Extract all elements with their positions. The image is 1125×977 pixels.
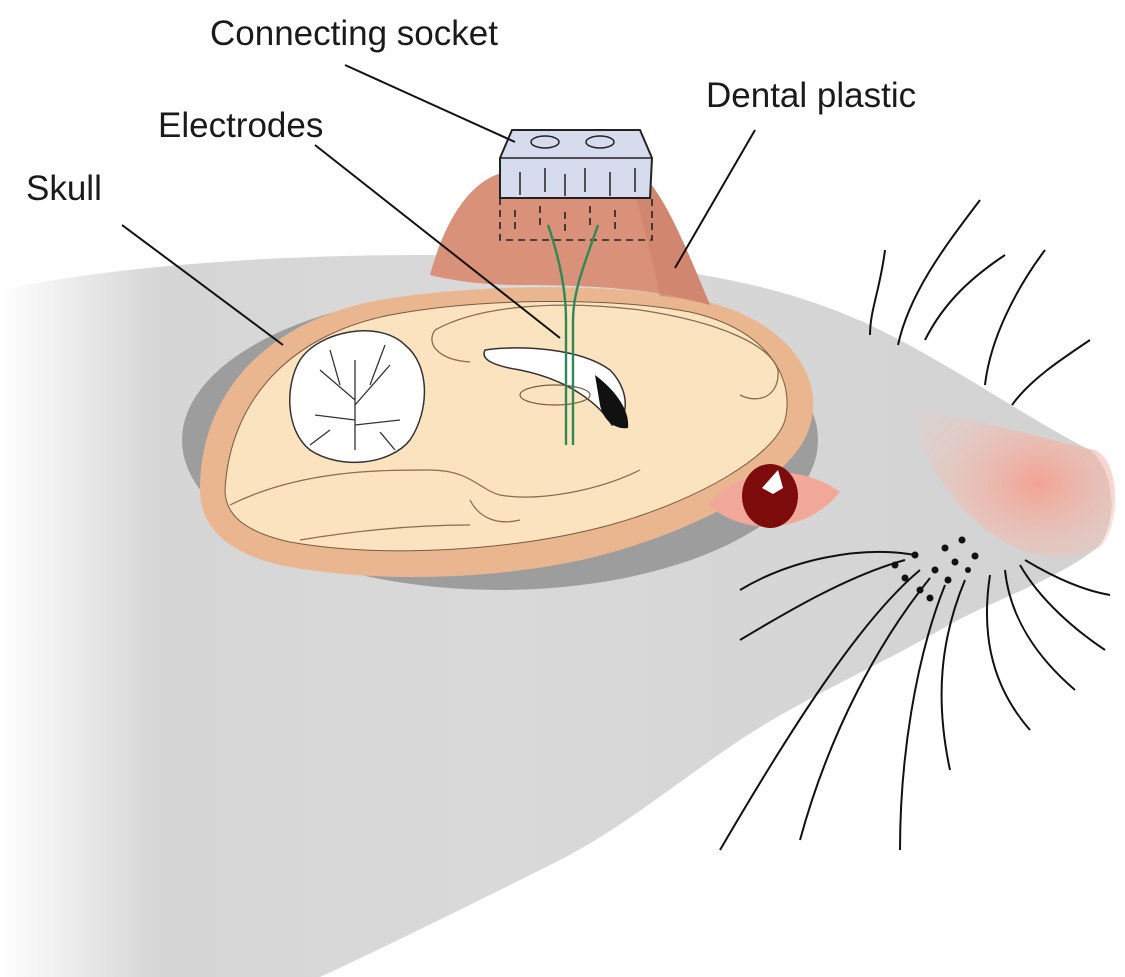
label-dental-plastic: Dental plastic [706, 76, 916, 115]
cerebellum [290, 331, 425, 463]
label-electrodes: Electrodes [158, 106, 323, 145]
label-skull: Skull [26, 169, 102, 208]
label-connecting-socket: Connecting socket [210, 14, 498, 53]
leader-dental-plastic [675, 130, 755, 268]
leader-connecting-socket [345, 65, 515, 142]
